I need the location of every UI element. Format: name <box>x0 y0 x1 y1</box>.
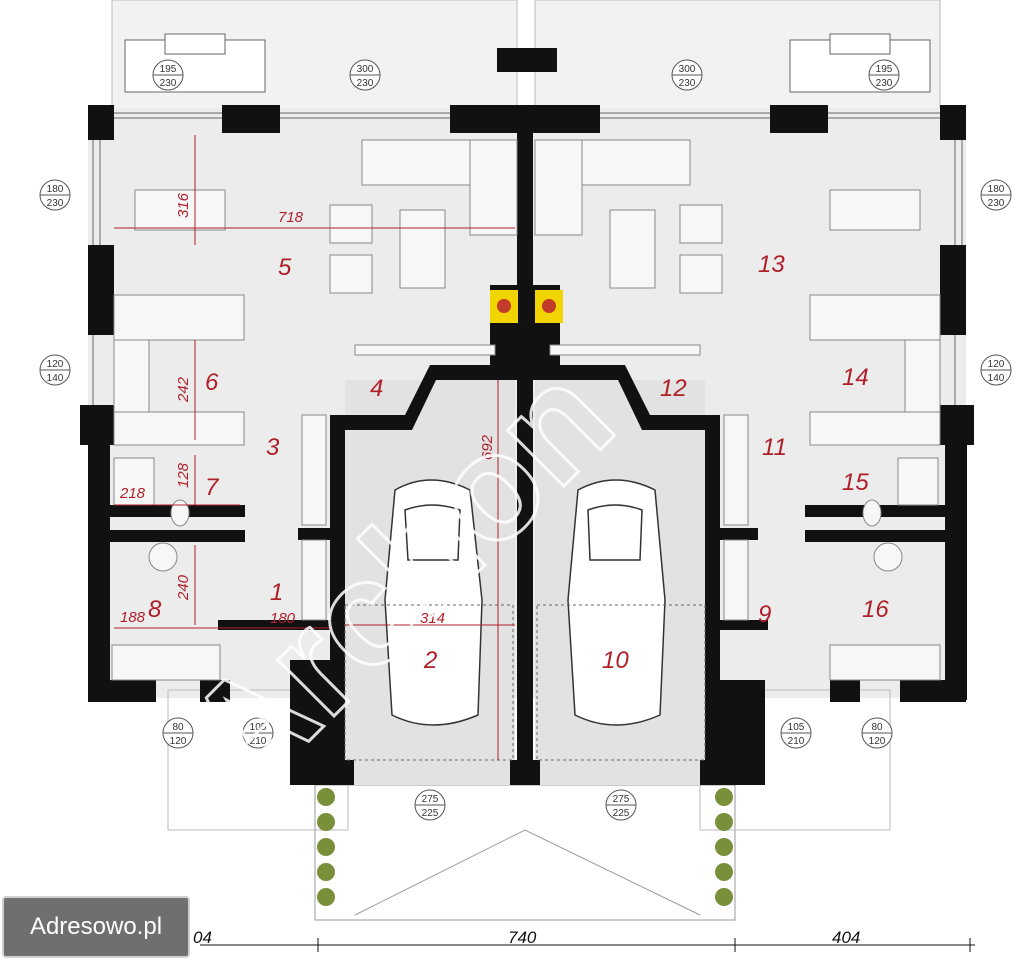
window-bubble-80-120: 80 120 <box>162 717 194 749</box>
window-bubble-195-230: 195 230 <box>152 59 184 91</box>
bottom-dim-left: 04 <box>193 928 212 947</box>
door-bubble-105-210: 105 210 <box>242 717 274 749</box>
svg-text:195: 195 <box>160 64 177 75</box>
dim-188: 188 <box>120 609 146 626</box>
room-label: 4 <box>370 375 383 402</box>
svg-text:230: 230 <box>47 198 64 209</box>
room-label: 8 <box>148 596 162 623</box>
room-label: 16 <box>862 596 889 623</box>
garage-door-bubble-275-225-right: 275 225 <box>605 789 637 821</box>
svg-text:120: 120 <box>47 359 64 370</box>
dim-718: 718 <box>278 209 304 226</box>
window-bubble-300-230-right: 300 230 <box>671 59 703 91</box>
svg-text:230: 230 <box>876 78 893 89</box>
room-label: 14 <box>842 364 869 391</box>
fireplace-icon <box>490 290 563 323</box>
svg-text:210: 210 <box>788 736 805 747</box>
svg-text:230: 230 <box>679 78 696 89</box>
room-label: 2 <box>423 647 437 674</box>
room-labels: 1 2 3 4 5 6 7 8 9 10 11 12 13 14 15 16 <box>148 251 889 674</box>
svg-text:120: 120 <box>988 359 1005 370</box>
svg-text:300: 300 <box>357 64 374 75</box>
svg-text:120: 120 <box>170 736 187 747</box>
room-label: 3 <box>266 434 280 461</box>
svg-text:225: 225 <box>422 808 439 819</box>
svg-text:275: 275 <box>422 794 439 805</box>
walls <box>80 48 974 785</box>
svg-text:230: 230 <box>988 198 1005 209</box>
terrace-loungers <box>124 33 931 93</box>
garage-door-bubble-275-225: 275 225 <box>414 789 446 821</box>
svg-text:180: 180 <box>988 184 1005 195</box>
door-bubble-105-210-right: 105 210 <box>780 717 812 749</box>
window-bubble-120-140: 120 140 <box>39 354 71 386</box>
svg-text:105: 105 <box>788 722 805 733</box>
room-label: 9 <box>758 601 771 628</box>
dim-218: 218 <box>119 485 146 502</box>
window-bubble-120-140-right: 120 140 <box>980 354 1012 386</box>
windows <box>92 112 963 405</box>
room-label: 6 <box>205 369 219 396</box>
driveway <box>314 784 736 921</box>
svg-text:275: 275 <box>613 794 630 805</box>
dimension-labels: 316 718 242 218 128 240 188 180 314 692 <box>119 192 496 627</box>
svg-text:195: 195 <box>876 64 893 75</box>
room-label: 13 <box>758 251 785 278</box>
svg-text:80: 80 <box>871 722 883 733</box>
room-label: 5 <box>278 254 292 281</box>
room-label: 15 <box>842 469 869 496</box>
room-label: 1 <box>270 579 283 606</box>
bottom-dim-right: 404 <box>832 928 860 947</box>
hedge-icon <box>317 788 733 906</box>
svg-text:140: 140 <box>47 373 64 384</box>
dim-240: 240 <box>175 574 192 601</box>
car-icon <box>384 479 666 726</box>
dim-242: 242 <box>175 376 192 403</box>
window-bubble-180-230-right: 180 230 <box>980 179 1012 211</box>
room-label: 10 <box>602 647 629 674</box>
svg-text:230: 230 <box>160 78 177 89</box>
dim-180: 180 <box>270 610 296 627</box>
svg-text:300: 300 <box>679 64 696 75</box>
svg-text:210: 210 <box>250 736 267 747</box>
svg-text:80: 80 <box>172 722 184 733</box>
room-label: 12 <box>660 375 687 402</box>
dim-128: 128 <box>175 462 192 488</box>
opening-bubbles: 195 230 300 230 300 230 195 230 180 230 … <box>39 59 1012 821</box>
window-bubble-195-230-right: 195 230 <box>868 59 900 91</box>
window-bubble-180-230: 180 230 <box>39 179 71 211</box>
dim-692: 692 <box>479 434 496 460</box>
source-badge: Adresowo.pl <box>2 896 190 958</box>
furniture <box>111 139 941 681</box>
badge-label: Adresowo.pl <box>29 913 163 940</box>
bottom-dim-middle: 740 <box>508 928 537 947</box>
room-label: 7 <box>205 474 220 501</box>
svg-text:230: 230 <box>357 78 374 89</box>
svg-text:105: 105 <box>250 722 267 733</box>
window-bubble-300-230: 300 230 <box>349 59 381 91</box>
svg-text:140: 140 <box>988 373 1005 384</box>
window-bubble-80-120-right: 80 120 <box>861 717 893 749</box>
svg-text:225: 225 <box>613 808 630 819</box>
svg-text:120: 120 <box>869 736 886 747</box>
dim-314: 314 <box>420 610 445 627</box>
room-label: 11 <box>762 434 787 461</box>
dim-316: 316 <box>175 192 192 218</box>
svg-text:180: 180 <box>47 184 64 195</box>
